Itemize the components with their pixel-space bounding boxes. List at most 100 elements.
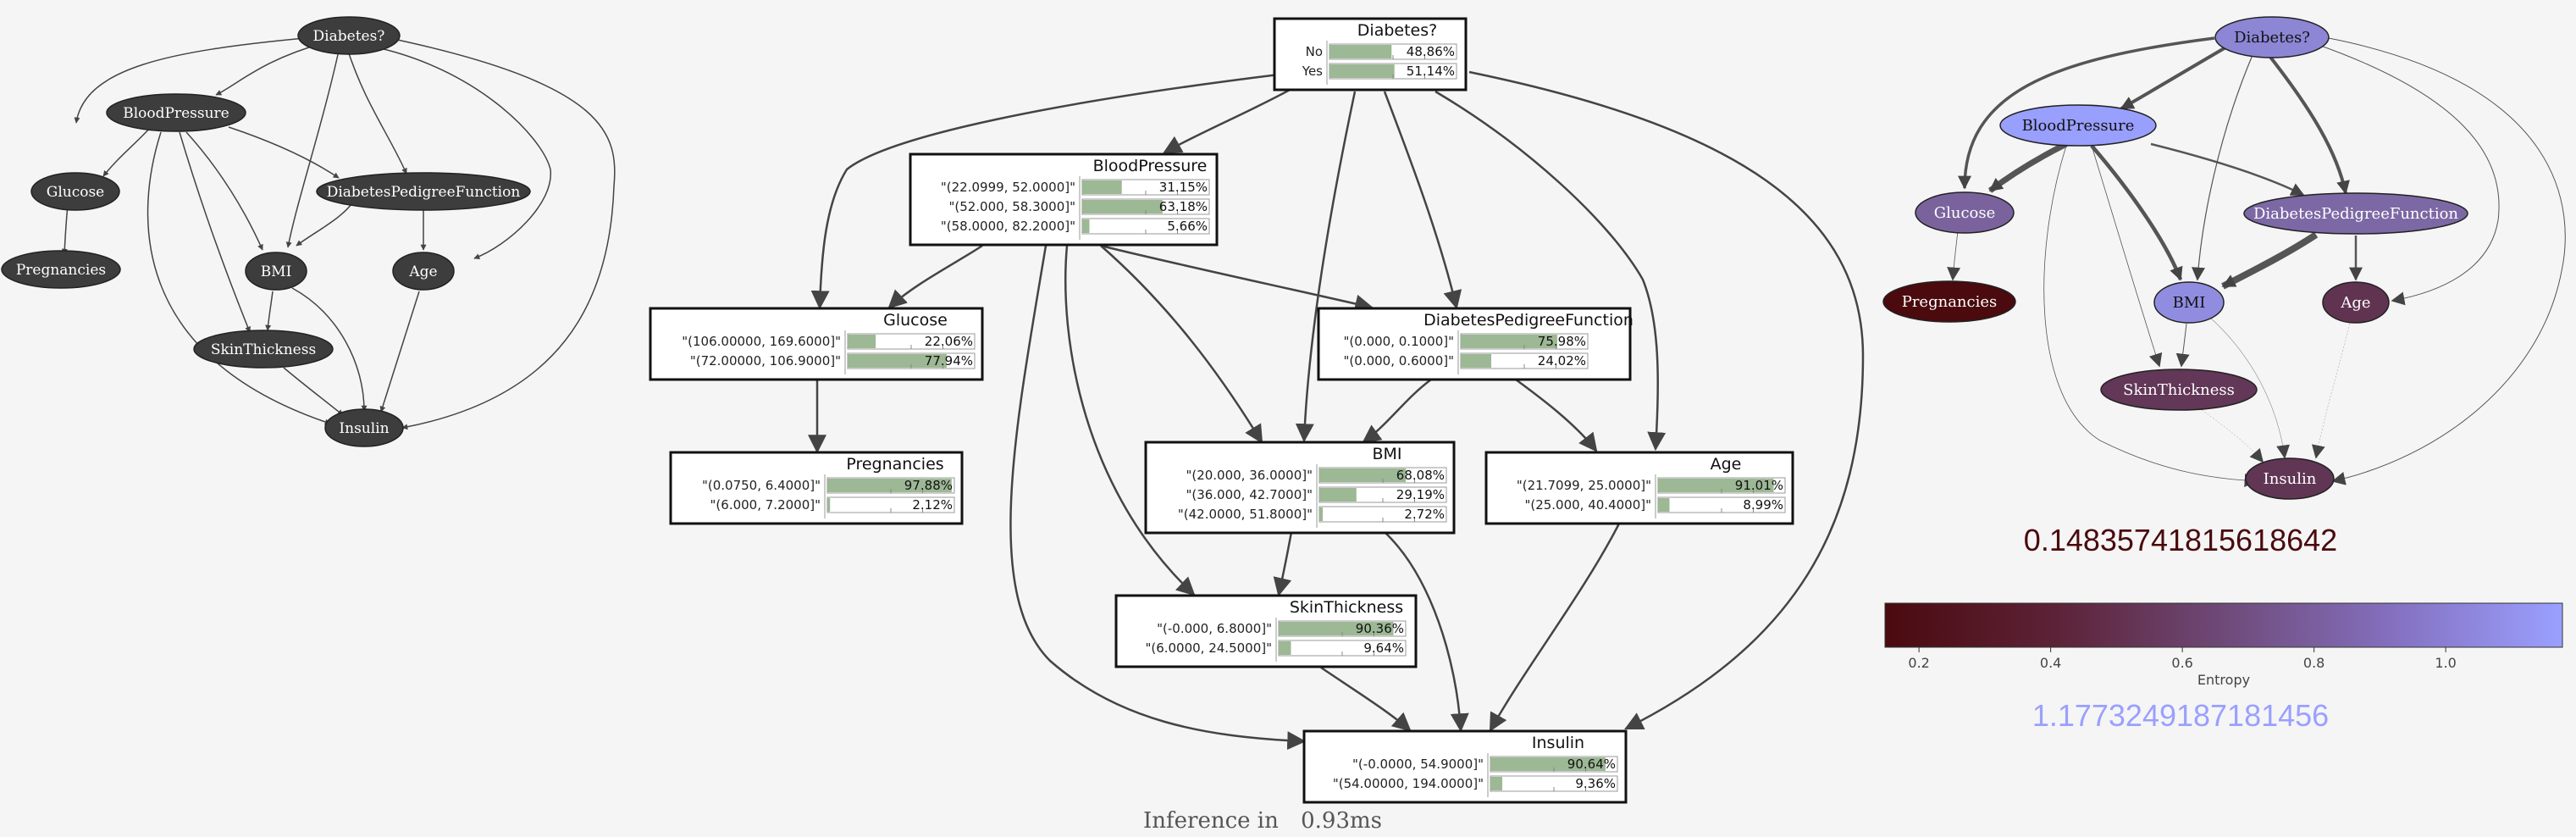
center-edge bbox=[1320, 666, 1412, 732]
row-label: "(22.0999, 52.0000]" bbox=[941, 180, 1075, 195]
row-label: "(58.0000, 82.2000]" bbox=[941, 219, 1075, 234]
colorbar-tick-label: 0.8 bbox=[2303, 655, 2324, 671]
center-node-preg[interactable]: Pregnancies"(0.0750, 6.4000]"97.88%"(6.0… bbox=[669, 451, 964, 525]
center-node-title: BMI bbox=[1372, 445, 1401, 463]
center-node-insulin[interactable]: Insulin"(-0.0000, 54.9000]"90.64%"(54.00… bbox=[1302, 729, 1628, 804]
right-edge bbox=[2175, 323, 2190, 368]
right-node-bmi[interactable]: BMI bbox=[2153, 281, 2225, 324]
right-node-glucose[interactable]: Glucose bbox=[1915, 191, 2015, 234]
right-edge bbox=[1947, 230, 1961, 281]
max-entropy-value: 1.1773249187181456 bbox=[2032, 698, 2329, 733]
right-node-label: SkinThickness bbox=[2123, 381, 2235, 399]
right-node-label: Age bbox=[2340, 294, 2370, 312]
prob-value: 90.36% bbox=[1356, 621, 1404, 636]
right-edge bbox=[2120, 45, 2229, 110]
center-node-title: Insulin bbox=[1532, 734, 1584, 752]
prob-bar bbox=[827, 479, 952, 492]
prob-bar bbox=[1329, 45, 1392, 58]
colorbar-tick-label: 0.6 bbox=[2171, 655, 2192, 671]
left-node-glucose[interactable]: Glucose bbox=[30, 172, 120, 211]
prob-value: 24.02% bbox=[1538, 353, 1586, 369]
left-node-age[interactable]: Age bbox=[392, 252, 455, 291]
prob-bar bbox=[1658, 479, 1774, 492]
row-label: "(0.000, 0.6000]" bbox=[1344, 353, 1454, 369]
left-node-pregnancies[interactable]: Pregnancies bbox=[1, 250, 121, 289]
center-edge bbox=[1273, 531, 1293, 597]
row-label: "(36.000, 42.7000]" bbox=[1186, 487, 1313, 502]
prob-value: 2.12% bbox=[912, 497, 953, 513]
prob-value: 9.64% bbox=[1363, 640, 1404, 656]
row-label: "(72.00000, 106.9000]" bbox=[690, 353, 841, 369]
center-edge bbox=[1009, 245, 1307, 751]
left-node-dpf[interactable]: DiabetesPedigreeFunction bbox=[316, 172, 531, 211]
inference-time: 0.93ms bbox=[1301, 808, 1382, 834]
right-node-bp[interactable]: BloodPressure bbox=[1999, 104, 2157, 147]
center-node-glucose[interactable]: Glucose"(106.00000, 169.6000]"22.06%"(72… bbox=[649, 307, 984, 381]
right-node-diabetes[interactable]: Diabetes? bbox=[2214, 16, 2330, 58]
prob-bar bbox=[1658, 498, 1670, 512]
left-node-bmi[interactable]: BMI bbox=[245, 252, 307, 291]
prob-value: 5.66% bbox=[1167, 219, 1208, 234]
center-edge bbox=[1163, 87, 1292, 154]
left-edge bbox=[179, 131, 251, 333]
left-node-skinthickness[interactable]: SkinThickness bbox=[193, 330, 334, 369]
prob-bar bbox=[848, 335, 876, 348]
right-node-label: Diabetes? bbox=[2234, 29, 2310, 47]
row-label: "(52.000, 58.3000]" bbox=[948, 199, 1075, 214]
right-node-preg[interactable]: Pregnancies bbox=[1882, 280, 2016, 323]
prob-bar bbox=[827, 498, 831, 512]
center-node-title: Diabetes? bbox=[1357, 21, 1437, 40]
prob-value: 9.36% bbox=[1575, 776, 1616, 791]
left-node-diabetes[interactable]: Diabetes? bbox=[297, 16, 401, 55]
prob-bar bbox=[1461, 354, 1492, 368]
left-edge bbox=[74, 37, 306, 124]
center-edge bbox=[810, 73, 1280, 310]
left-node-bloodpressure[interactable]: BloodPressure bbox=[106, 93, 246, 132]
prob-bar bbox=[1082, 180, 1122, 194]
right-edge bbox=[2315, 43, 2500, 306]
right-node-age[interactable]: Age bbox=[2322, 281, 2390, 324]
center-node-age[interactable]: Age"(21.7099, 25.0000]"91.01%"(25.000, 4… bbox=[1484, 451, 1794, 525]
left-node-insulin[interactable]: Insulin bbox=[324, 408, 404, 447]
left-node-label: SkinThickness bbox=[211, 341, 316, 358]
left-nodes: Diabetes? BloodPressure Glucose Diabetes… bbox=[1, 16, 531, 447]
colorbar-gradient bbox=[1884, 602, 2563, 648]
center-node-bp[interactable]: BloodPressure"(22.0999, 52.0000]"31.15%"… bbox=[909, 152, 1219, 247]
row-label: "(21.7099, 25.0000]" bbox=[1517, 478, 1651, 493]
center-node-skin[interactable]: SkinThickness"(-0.000, 6.8000]"90.36%"(6… bbox=[1114, 594, 1418, 668]
right-node-skin[interactable]: SkinThickness bbox=[2100, 369, 2258, 411]
center-node-dpf[interactable]: DiabetesPedigreeFunction"(0.000, 0.1000]… bbox=[1317, 307, 1633, 381]
colorbar-tick-label: 0.4 bbox=[2040, 655, 2061, 671]
row-label: "(25.000, 40.4000]" bbox=[1524, 497, 1651, 513]
left-node-label: BloodPressure bbox=[123, 105, 229, 122]
prob-value: 90.64% bbox=[1567, 757, 1616, 772]
row-label: "(0.0750, 6.4000]" bbox=[702, 478, 821, 493]
center-node-bmi[interactable]: BMI"(20.000, 36.0000]"68.08%"(36.000, 42… bbox=[1144, 441, 1456, 535]
right-edge bbox=[2150, 142, 2305, 197]
right-node-dpf[interactable]: DiabetesPedigreeFunction bbox=[2243, 192, 2468, 235]
right-node-label: Insulin bbox=[2264, 470, 2317, 488]
center-node-title: Age bbox=[1711, 455, 1742, 474]
left-edge bbox=[228, 126, 340, 179]
right-edge bbox=[2043, 145, 2258, 488]
left-node-label: Glucose bbox=[47, 184, 105, 201]
row-label: "(20.000, 36.0000]" bbox=[1186, 468, 1313, 483]
right-edge bbox=[2209, 317, 2291, 459]
prob-value: 75.98% bbox=[1538, 334, 1586, 349]
right-edge bbox=[2221, 231, 2319, 290]
right-edges bbox=[1947, 36, 2566, 488]
right-node-insulin[interactable]: Insulin bbox=[2245, 457, 2335, 500]
left-node-label: Diabetes? bbox=[313, 28, 385, 45]
row-label: "(106.00000, 169.6000]" bbox=[682, 334, 841, 349]
left-edge bbox=[146, 131, 331, 425]
right-edge bbox=[2201, 409, 2264, 463]
prob-bar bbox=[1279, 641, 1291, 655]
center-edge bbox=[887, 244, 983, 309]
prob-bar bbox=[1319, 507, 1324, 521]
row-label: "(-0.0000, 54.9000]" bbox=[1352, 757, 1484, 772]
left-edge bbox=[283, 367, 344, 416]
